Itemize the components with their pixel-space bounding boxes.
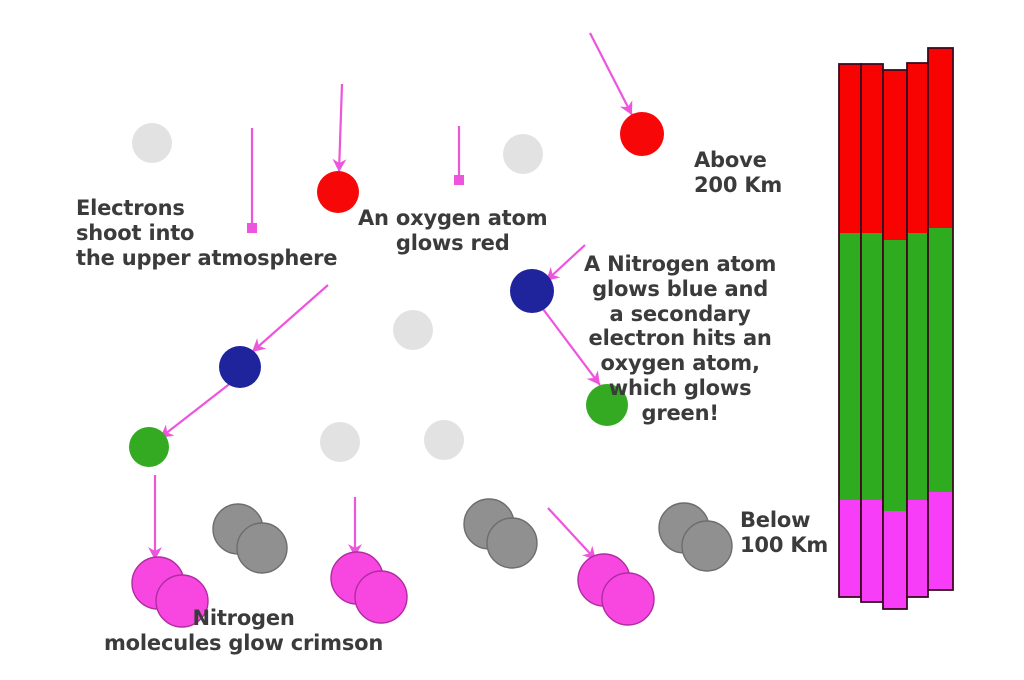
arrowhead-shape — [546, 267, 561, 281]
nitrogen-molecule-crimson — [131, 556, 209, 628]
molecule-atom — [354, 570, 408, 624]
electron-arrowhead — [148, 547, 162, 560]
neutral-particle — [503, 134, 543, 174]
arrowhead-shape — [252, 338, 267, 352]
nitrogen-molecule-gray — [658, 502, 733, 572]
bar-segment-above-200km — [928, 48, 953, 228]
molecules-group — [131, 498, 733, 628]
altitude-bar-3 — [882, 69, 908, 610]
electron-arrowhead — [619, 100, 633, 115]
electron-arrowhead — [332, 158, 347, 172]
altitude-bar-4 — [906, 62, 929, 598]
electron-arrowhead — [546, 267, 561, 281]
caption-above-200km: Above 200 Km — [694, 148, 783, 197]
electron-marker — [247, 223, 257, 233]
electron-track-to-green-atom — [159, 381, 233, 439]
electron-track-to-red-atom-1 — [337, 83, 344, 173]
bar-segment-above-200km — [861, 64, 883, 233]
excited-oxygen-green — [586, 384, 628, 426]
excited-oxygen-red — [317, 171, 359, 213]
arrowhead-shape — [619, 100, 633, 115]
nitrogen-molecule-gray — [463, 498, 538, 569]
bar-outline — [927, 47, 954, 591]
nitrogen-molecule-crimson — [330, 551, 408, 624]
molecule-atom — [681, 520, 733, 572]
excited-nitrogen-blue — [510, 269, 554, 313]
electron-arrowhead — [586, 370, 600, 385]
bar-segment-below-100km — [861, 500, 883, 602]
bar-segment-above-200km — [883, 70, 907, 240]
electron-arrowhead — [348, 544, 362, 557]
atoms-group — [129, 112, 664, 467]
electron-track-secondary — [539, 304, 601, 386]
nitrogen-molecule-crimson — [577, 553, 655, 626]
arrowhead-shape — [348, 544, 362, 557]
electron-track-to-molecule-3 — [547, 507, 597, 561]
molecule-atom — [601, 572, 655, 626]
arrowhead-shape — [586, 370, 600, 385]
altitude-bar-5 — [927, 47, 954, 591]
caption-oxygen-glows-red: An oxygen atom glows red — [358, 206, 548, 255]
bar-segment-100-200km — [883, 240, 907, 511]
bar-segment-below-100km — [928, 492, 953, 590]
excited-nitrogen-blue — [219, 346, 261, 388]
caption-below-100km: Below 100 Km — [740, 508, 829, 557]
bar-segment-100-200km — [839, 233, 861, 500]
electron-track-to-blue-atom — [251, 284, 329, 353]
altitude-bar-1 — [838, 63, 862, 598]
bar-segment-below-100km — [907, 500, 928, 597]
bar-segment-below-100km — [883, 511, 907, 609]
neutral-particle — [424, 420, 464, 460]
excited-oxygen-green — [129, 427, 169, 467]
arrowhead-shape — [148, 547, 162, 560]
altitude-bar-2 — [860, 63, 884, 603]
bar-segment-above-200km — [907, 63, 928, 233]
neutral-particle — [132, 123, 172, 163]
neutral-particle — [393, 310, 433, 350]
bar-segment-100-200km — [928, 228, 953, 492]
electron-marker — [454, 175, 464, 185]
neutral-particle — [320, 422, 360, 462]
molecule-atom — [236, 522, 288, 574]
bar-segment-below-100km — [839, 500, 861, 597]
nitrogen-molecule-gray — [212, 503, 288, 574]
molecule-atom — [486, 517, 538, 569]
electron-arrowhead — [252, 338, 267, 352]
molecule-atom — [155, 574, 209, 628]
arrowhead-shape — [332, 158, 347, 172]
caption-nitrogen-glows-blue: A Nitrogen atom glows blue and a seconda… — [584, 252, 777, 425]
excited-oxygen-red — [620, 112, 664, 156]
electron-track-to-red-atom-2 — [589, 32, 633, 116]
altitude-bar-chart — [838, 47, 954, 610]
bar-segment-above-200km — [839, 64, 861, 233]
electron-tracks-group — [148, 32, 633, 561]
bar-segment-100-200km — [861, 233, 883, 500]
bar-segment-100-200km — [907, 233, 928, 500]
caption-nitrogen-molecules-crimson: Nitrogen molecules glow crimson — [104, 606, 384, 655]
caption-electrons: Electrons shoot into the upper atmospher… — [76, 196, 338, 270]
